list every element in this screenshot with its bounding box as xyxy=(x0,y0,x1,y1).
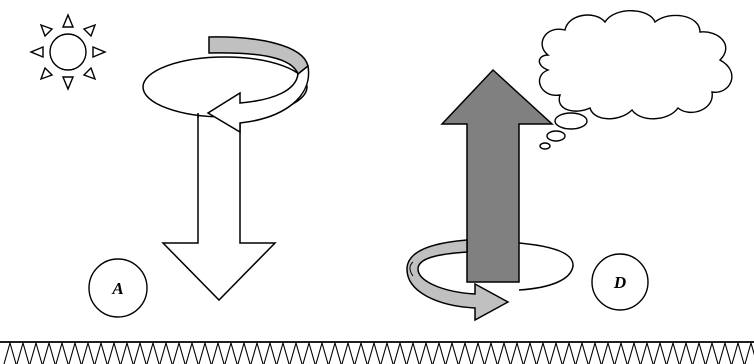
label-d: D xyxy=(613,273,626,292)
rotation-arrow-left xyxy=(142,36,310,134)
ground-hatching xyxy=(3,340,754,364)
ground xyxy=(0,340,754,364)
label-circle-a: A xyxy=(88,258,148,318)
cloud-icon xyxy=(538,10,733,150)
label-circle-d: D xyxy=(591,253,649,311)
label-a: A xyxy=(111,279,123,298)
downward-arrow xyxy=(161,112,277,302)
rotation-arrow-right xyxy=(406,239,574,322)
sun-icon xyxy=(29,13,107,91)
upward-arrow xyxy=(440,68,554,283)
